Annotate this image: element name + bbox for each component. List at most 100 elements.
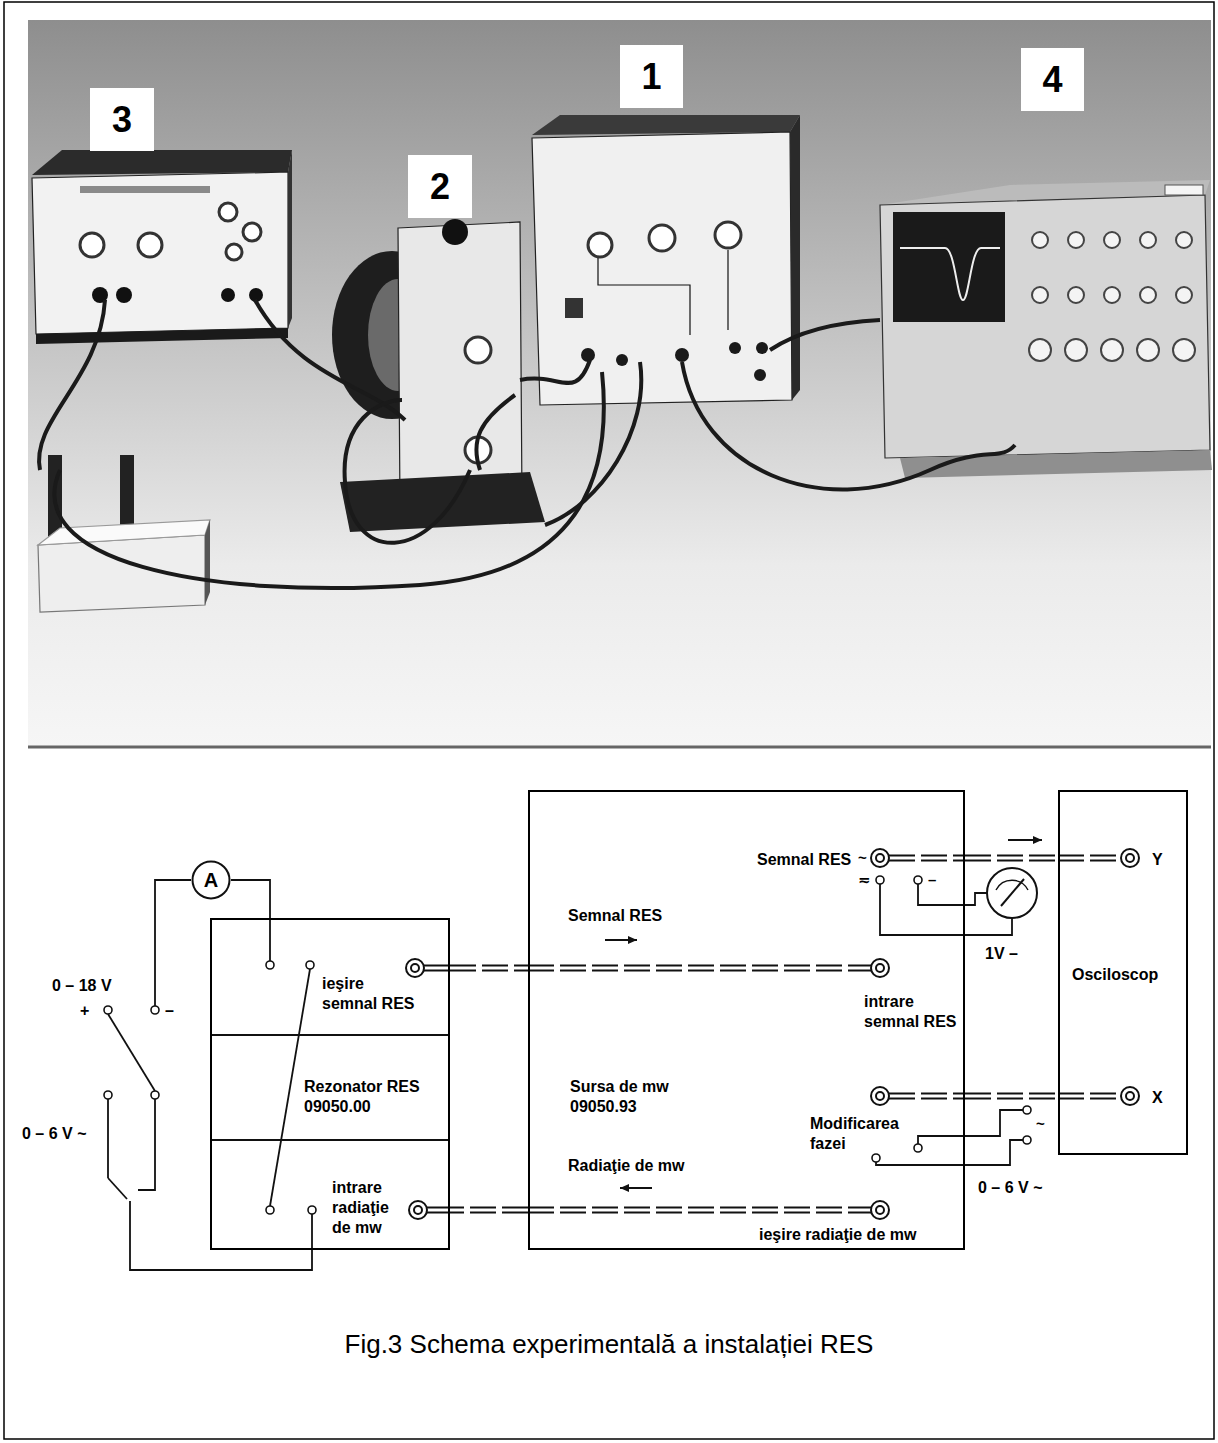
coax-cable: [424, 965, 450, 972]
terminal: [308, 1206, 316, 1214]
microwave-source-box: Semnal RES intrare semnal RES Sursa de mw …: [528, 790, 965, 1250]
text-holder: +: [80, 1001, 89, 1021]
voltage-label: 0 – 6 V ~: [22, 1124, 87, 1144]
text-holder: Rezonator RES 09050.00: [304, 1077, 434, 1117]
knob: [1101, 339, 1123, 361]
polarity-sign: –: [165, 1001, 174, 1021]
text-holder: intrare radiaţie de mw: [332, 1178, 402, 1238]
coax-jack-pin: [411, 964, 419, 972]
coax-cable: [965, 1093, 1058, 1100]
knob: [1140, 232, 1156, 248]
connector-group: [450, 968, 528, 969]
knob: [715, 222, 741, 248]
photo-cable: [39, 300, 105, 470]
resonator-panel: [398, 222, 522, 506]
photo-cable: [54, 372, 603, 588]
direction-arrowhead: [620, 1184, 629, 1192]
coax-jack: [871, 1087, 889, 1105]
coax-jack-pin: [876, 964, 884, 972]
knob: [1104, 232, 1120, 248]
photo-cable: [520, 360, 590, 383]
knob: [1137, 339, 1159, 361]
power-supply-base: [36, 328, 288, 344]
power-lamp: [565, 298, 583, 318]
text-holder: ~: [1036, 1115, 1045, 1133]
scope-body: [880, 195, 1210, 458]
knob: [442, 219, 468, 245]
knob: [1140, 287, 1156, 303]
text-holder: 3: [112, 100, 132, 140]
coax-cable: [528, 965, 871, 972]
text-holder: Y: [1152, 850, 1163, 870]
text-holder: 0 – 6 V ~: [22, 1124, 87, 1144]
knob: [243, 223, 261, 241]
callout-number: 1: [641, 57, 661, 97]
text-holder: –: [928, 871, 936, 889]
text-holder: 1: [641, 57, 661, 97]
connector-group: [450, 1210, 528, 1211]
socket: [729, 342, 741, 354]
coax-jack-pin: [876, 854, 884, 862]
section-divider: [210, 1034, 450, 1036]
terminal: [266, 961, 274, 969]
oscilloscope-box: Y OsciloscopX: [1058, 790, 1188, 1155]
text-holder: Semnal RES: [757, 850, 851, 870]
knob: [1173, 339, 1195, 361]
box-text: Semnal RES: [757, 850, 851, 870]
text-holder: ≂: [858, 871, 871, 889]
signal-label: Semnal RES: [568, 906, 662, 926]
socket: [616, 354, 628, 366]
box-text: X: [1152, 1088, 1163, 1108]
knob: [1068, 232, 1084, 248]
photo-cable: [770, 320, 880, 350]
plug-box-front: [38, 535, 205, 612]
photo-cable: [255, 300, 405, 420]
wire: [918, 1110, 1023, 1144]
switch-blade: [108, 1178, 127, 1199]
text-holder: Radiaţie de mw: [568, 1156, 684, 1176]
box-text: Sursa de mw 09050.93: [570, 1077, 700, 1117]
text-holder: ieşire semnal RES: [322, 974, 419, 1014]
coax-cable-core: [965, 1095, 1058, 1098]
coax-cable: [965, 855, 1058, 862]
connector-group: [231, 880, 270, 918]
connector-group: [965, 858, 1058, 859]
text-holder: 0 – 18 V: [52, 976, 112, 996]
source-top: [532, 115, 800, 135]
ammeter-symbol: A: [191, 860, 231, 900]
wire: [107, 1099, 109, 1178]
knob: [1104, 287, 1120, 303]
callout-box: 4: [1021, 48, 1084, 111]
resonator-base: [340, 472, 545, 532]
text-holder: Osciloscop: [1072, 965, 1158, 985]
knob: [226, 244, 242, 260]
connector-group: [965, 1096, 1058, 1097]
wire: [138, 1099, 155, 1190]
coax-cable: [450, 965, 528, 972]
photo-cable: [545, 362, 641, 525]
coax-jack: [871, 849, 889, 867]
text-holder: –: [165, 1001, 174, 1021]
photo-edge: [28, 746, 1211, 749]
coax-cable: [1058, 855, 1121, 862]
knob: [1176, 287, 1192, 303]
socket: [116, 287, 132, 303]
terminal: [104, 1091, 112, 1099]
panel-line: [727, 250, 728, 330]
box-text: Y: [1152, 850, 1163, 870]
box-text: Osciloscop: [1072, 965, 1158, 985]
panel-line: [598, 258, 690, 335]
coax-cable-core: [1058, 1095, 1121, 1098]
terminal: [104, 1006, 112, 1014]
power-supply-side: [288, 150, 292, 328]
text-holder: intrare semnal RES: [864, 992, 961, 1032]
wire: [269, 918, 271, 961]
knob: [1065, 339, 1087, 361]
coax-jack-pin: [1126, 1092, 1134, 1100]
box-text: ieşire radiaţie de mw: [759, 1225, 916, 1245]
text-holder: Semnal RES: [568, 906, 662, 926]
socket: [675, 348, 689, 362]
